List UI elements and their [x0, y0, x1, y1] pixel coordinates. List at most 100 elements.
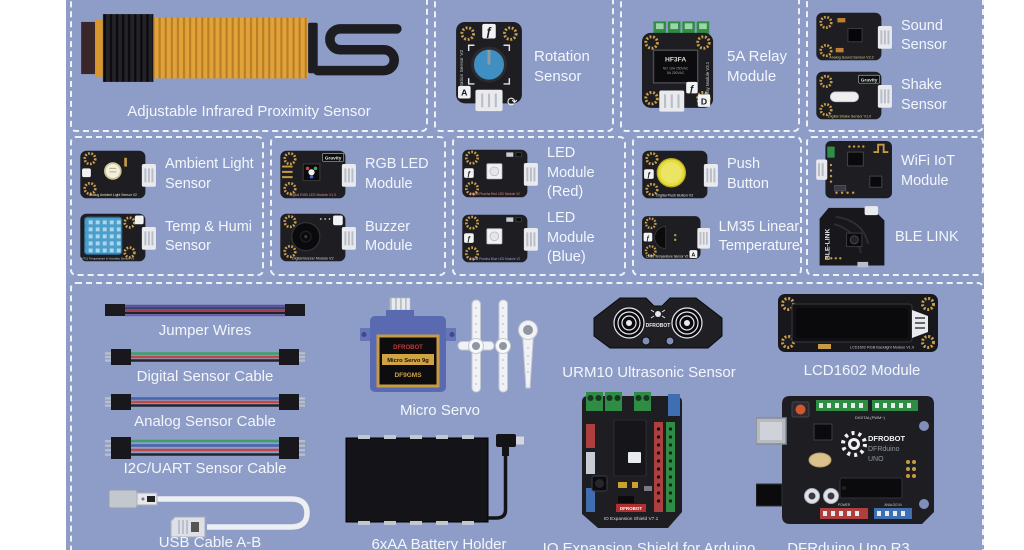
panel-rotation-sensor: ƒ Rotation Sensor V2 A ⟳ Rotation Sensor	[434, 0, 614, 132]
jumper-wires-label: Jumper Wires	[158, 322, 252, 339]
led-red-label: LED Module (Red)	[547, 145, 595, 201]
ble-board-text: BLE-LINK	[825, 228, 832, 260]
push-button-label: Push Button	[727, 156, 769, 192]
ldr-photocell	[104, 162, 122, 181]
led-blue-entry: ƒ Digital Piranha Blue LED Module V2 LED…	[462, 209, 624, 268]
panel-push-lm35: ƒ Digital Push Button V2 Push Button ƒ	[632, 136, 802, 276]
relay-chip-text: HF3FA	[665, 56, 686, 63]
servo-horns	[457, 299, 538, 393]
uno-line3-text: UNO	[868, 456, 884, 463]
led-blue-board-text: Digital Piranha Blue LED Module V2	[469, 257, 520, 261]
ambient-board-text: Analog Ambient Light Sensor V2	[89, 193, 137, 197]
uno-power-text: POWER	[838, 503, 851, 507]
ultrasonic-transducers	[613, 307, 703, 339]
dht11-element	[84, 216, 123, 255]
push-button-entry: ƒ Digital Push Button V2 Push Button	[642, 149, 800, 200]
shake-sensor-entry: Gravity Digital Shake Sensor V1.0 Shake …	[816, 70, 982, 121]
analog-badge-icon: A	[691, 252, 695, 258]
usb-cable-image	[108, 489, 310, 538]
servo-brand-text: DFROBOT	[393, 345, 423, 351]
buzzer-board-text: Digital Buzzer Module V2	[292, 256, 333, 260]
ble-entry: BLE-LINK BLE LINK	[816, 205, 982, 271]
relay-module-label: 5A Relay Module	[726, 47, 788, 85]
io-shield-board-text: IO Expansion Shield V7.1	[604, 516, 659, 522]
dfrobot-crab-icon	[655, 311, 661, 317]
rotation-sensor-label: Rotation Sensor	[534, 47, 590, 85]
uno-image: DIGITAL(PWM~) DFROBOT DFRduino UNO POWER…	[756, 396, 934, 524]
push-button-image: ƒ Digital Push Button V2	[642, 151, 718, 199]
led-blue-image: ƒ Digital Piranha Blue LED Module V2	[462, 214, 538, 263]
lm35-entry: ƒ A LM35 Temperature Sensor V2 LM35 Line…	[642, 212, 800, 263]
rotate-arrow-icon: ⟳	[507, 95, 518, 109]
servo-gear	[389, 297, 411, 311]
led-blue-label: LED Module (Blue)	[547, 210, 595, 266]
lm35-board-text: LM35 Temperature Sensor V2	[646, 254, 688, 258]
rgb-led-label: RGB LED Module	[365, 156, 429, 192]
battery-contacts	[358, 435, 474, 525]
shield-terminals	[586, 392, 651, 411]
lm35-label: LM35 Linear Temperature	[718, 218, 800, 255]
micro-servo-label: Micro Servo	[399, 402, 481, 419]
usb-a-plug	[108, 489, 138, 509]
uno-label: DFRduino Uno R3	[787, 540, 910, 550]
push-board-text: Digital Push Button V2	[656, 194, 693, 198]
lcd1602-image: LCD1602 RGB Backlight Module V1.0	[778, 294, 938, 352]
antenna-trace	[873, 144, 889, 154]
shake-sensor-image: Gravity Digital Shake Sensor V1.0	[816, 72, 892, 120]
dht-sensor-image: DHT11 Temperature & Humidity Sensor V2	[80, 213, 156, 261]
uno-line2-text: DFRduino	[868, 446, 900, 453]
io-shield-brand-text: DFROBOT	[620, 506, 642, 511]
servo-model-text: DF9GMS	[394, 372, 422, 379]
analog-cable-image	[105, 394, 305, 410]
lcd1602-label: LCD1602 Module	[803, 362, 921, 379]
gravity-badge: Gravity	[325, 156, 342, 162]
analog-badge-icon: A	[461, 87, 468, 97]
buzzer-image: Digital Buzzer Module V2	[280, 213, 356, 261]
panel-relay-module: HF3FA NO 10A 250VAC 5A 250VAC Relay Modu…	[620, 0, 800, 132]
dfrobot-f-icon: ƒ	[486, 25, 492, 38]
dht-board-text: DHT11 Temperature & Humidity Sensor V2	[80, 256, 135, 260]
ambient-light-label: Ambient Light Sensor	[165, 156, 254, 192]
ble-link-label: BLE LINK	[895, 229, 959, 246]
sensor-cable	[312, 24, 402, 76]
sound-sensor-label: Sound Sensor	[901, 17, 947, 54]
panel-sound-shake: Analog Sound Sensor V2.2 Sound Sensor Gr…	[806, 0, 984, 132]
relay-chip-sub1: NO 10A 250VAC	[663, 66, 689, 70]
digital-badge-icon: D	[701, 96, 707, 106]
dfrobot-gear-icon	[841, 431, 867, 457]
battery-holder-image	[345, 434, 524, 525]
rotation-board-text: Rotation Sensor V2	[459, 49, 465, 91]
rotation-sensor-image: ƒ Rotation Sensor V2 A ⟳	[456, 21, 522, 111]
relay-component	[652, 48, 699, 84]
ambient-light-entry: Analog Ambient Light Sensor V2 Ambient L…	[80, 149, 262, 200]
digital-cable-image	[105, 349, 305, 365]
power-jack	[756, 483, 783, 507]
micro-servo-image: DFROBOT Micro Servo 9g DF9GMS	[360, 297, 538, 393]
lm35-to92	[654, 225, 667, 249]
wifi-module-label: WiFi IoT Module	[901, 153, 955, 189]
relay-module-image: HF3FA NO 10A 250VAC 5A 250VAC Relay Modu…	[642, 20, 714, 112]
urm10-label: URM10 Ultrasonic Sensor	[562, 364, 736, 381]
sound-board-text: Analog Sound Sensor V2.2	[829, 55, 874, 59]
i2c-cable-label: I2C/UART Sensor Cable	[123, 460, 287, 477]
ambient-light-image: Analog Ambient Light Sensor V2	[80, 151, 156, 199]
shake-switch	[829, 91, 859, 103]
sound-chip	[847, 27, 863, 42]
lm35-image: ƒ A LM35 Temperature Sensor V2	[642, 215, 711, 259]
led-red-board-text: Digital Piranha Red LED Module V2	[470, 192, 520, 196]
panel-proximity-sensor: Adjustable Infrared Proximity Sensor	[70, 0, 428, 132]
rgb-board-text: Digital RGB LED Module V1.0	[289, 193, 336, 197]
usb-cable-label: USB Cable A-B	[158, 534, 262, 550]
rgb-led-image: Gravity Digital RGB LED Module V1.0	[280, 151, 356, 199]
rgb-led-entry: Gravity Digital RGB LED Module V1.0 RGB …	[280, 149, 444, 200]
dht-entry: DHT11 Temperature & Humidity Sensor V2 T…	[80, 212, 262, 263]
digital-headers	[816, 400, 918, 411]
dfrobot-f-icon: ƒ	[646, 235, 650, 242]
atmega-chip	[839, 477, 903, 499]
dfrobot-f-icon: ƒ	[647, 172, 651, 179]
io-shield-label: IO Expansion Shield for Arduino	[542, 540, 756, 550]
uno-digital-text: DIGITAL(PWM~)	[855, 415, 886, 420]
lcd-screen	[796, 308, 908, 338]
panel-wifi-ble: WiFi IoT Module BLE-LINK BLE LINK	[806, 136, 984, 276]
